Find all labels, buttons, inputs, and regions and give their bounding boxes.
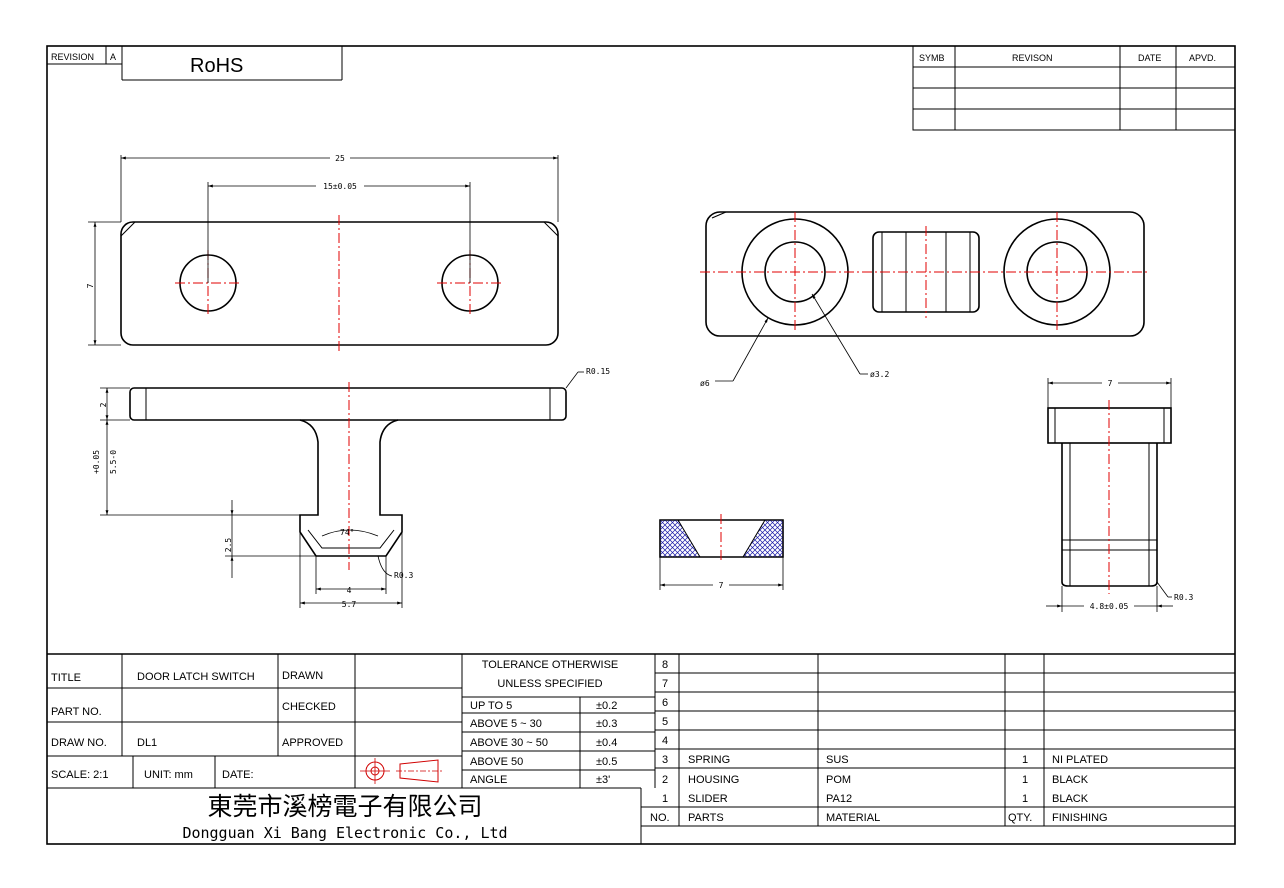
dim-hole-spacing: 15±0.05	[323, 182, 357, 191]
bom-part: HOUSING	[688, 774, 739, 786]
bom-material: POM	[826, 774, 851, 786]
dim-radius-hook: R0.3	[394, 571, 413, 580]
dim-hook-depth: 2.5	[224, 538, 233, 553]
tol-range-1: UP TO 5	[470, 700, 512, 712]
rohs-label: RoHS	[190, 55, 243, 77]
part-no-label: PART NO.	[51, 706, 102, 718]
tol-range-2: ABOVE 5 ~ 30	[470, 718, 542, 730]
bom-header-parts: PARTS	[688, 812, 724, 824]
bom-row-no-5: 5	[662, 716, 668, 728]
dim-washer-width: 7	[719, 581, 724, 590]
tolerance-heading-2: UNLESS SPECIFIED	[497, 678, 602, 690]
rev-header-date: DATE	[1138, 53, 1161, 63]
approved-label: APPROVED	[282, 737, 343, 749]
checked-label: CHECKED	[282, 701, 336, 713]
bom-finishing: BLACK	[1052, 774, 1089, 786]
revision-table: SYMB REVISON DATE APVD.	[912, 45, 1236, 131]
bom-no: 1	[662, 793, 668, 805]
rev-header-symb: SYMB	[919, 53, 945, 63]
dim-inner-diameter: ø3.2	[870, 370, 889, 379]
projection-symbol-icon	[360, 758, 444, 784]
title-value: DOOR LATCH SWITCH	[137, 671, 255, 683]
sheet-border	[46, 45, 1236, 845]
side-view: R0.15 2 +0.05 5.5-0 2.5 74° 4 5.7 R0.3	[92, 367, 610, 609]
rev-header-apvd: APVD.	[1189, 53, 1216, 63]
revision-label: REVISION	[51, 52, 94, 62]
dim-hook-outer: 5.7	[342, 600, 357, 609]
dim-end-width: 7	[1108, 379, 1113, 388]
tol-value-2: ±0.3	[596, 718, 617, 730]
tol-value-3: ±0.4	[596, 737, 617, 749]
tol-value-4: ±0.5	[596, 756, 617, 768]
bom-no: 3	[662, 754, 668, 766]
dim-height-tol: +0.05	[92, 450, 101, 474]
bom-row-no-7: 7	[662, 678, 668, 690]
dim-hook-inner: 4	[347, 586, 352, 595]
bom-row-no-4: 4	[662, 735, 668, 747]
tol-range-3: ABOVE 30 ~ 50	[470, 737, 548, 749]
tol-value-1: ±0.2	[596, 700, 617, 712]
bom-header-no: NO.	[650, 812, 670, 824]
bom-qty: 1	[1022, 774, 1028, 786]
dim-end-radius: R0.3	[1174, 593, 1193, 602]
tolerance-heading-1: TOLERANCE OTHERWISE	[482, 659, 619, 671]
unit-label: UNIT: mm	[144, 769, 193, 781]
bom-finishing: BLACK	[1052, 793, 1089, 805]
end-view: 7 4.8±0.05 R0.3	[1046, 377, 1193, 612]
dim-radius-top: R0.15	[586, 367, 610, 376]
bom-material: SUS	[826, 754, 849, 766]
bom-no: 2	[662, 774, 668, 786]
bom-qty: 1	[1022, 793, 1028, 805]
bom-header-material: MATERIAL	[826, 812, 880, 824]
tol-value-5: ±3'	[596, 774, 610, 786]
dim-outer-diameter: ø6	[700, 379, 710, 388]
washer-section: 7	[659, 514, 784, 590]
dim-overall-length: 25	[335, 154, 345, 163]
bom-part: SPRING	[688, 754, 730, 766]
date-label: DATE:	[222, 769, 254, 781]
company-name-en: Dongguan Xi Bang Electronic Co., Ltd	[182, 824, 507, 842]
bom-row-no-6: 6	[662, 697, 668, 709]
draw-no-label: DRAW NO.	[51, 737, 107, 749]
dim-plate-width: 7	[86, 283, 95, 288]
bom-header-finishing: FINISHING	[1052, 812, 1108, 824]
draw-no-value: DL1	[137, 737, 157, 749]
bom-part: SLIDER	[688, 793, 728, 805]
dim-end-base: 4.8±0.05	[1090, 602, 1129, 611]
title-label: TITLE	[51, 672, 81, 684]
revision-header: REVISION A RoHS	[47, 46, 343, 81]
title-block: TITLE DOOR LATCH SWITCH PART NO. DRAW NO…	[47, 653, 1235, 844]
dim-height: 5.5-0	[109, 450, 118, 474]
housing-top-view: ø6 ø3.2	[700, 211, 1150, 388]
bom-finishing: NI PLATED	[1052, 754, 1108, 766]
revision-value: A	[110, 52, 116, 62]
scale-label: SCALE: 2:1	[51, 769, 108, 781]
drawn-label: DRAWN	[282, 670, 323, 682]
top-view: 25 15±0.05 7	[86, 152, 559, 352]
bom-qty: 1	[1022, 754, 1028, 766]
company-name-cn: 東莞市溪榜電子有限公司	[207, 792, 482, 821]
dim-angle: 74°	[340, 528, 354, 537]
bom-row-no-8: 8	[662, 659, 668, 671]
dim-flange-thickness: 2	[99, 402, 108, 407]
bom-material: PA12	[826, 793, 852, 805]
tol-range-5: ANGLE	[470, 774, 507, 786]
rev-header-revision: REVISON	[1012, 53, 1053, 63]
tol-range-4: ABOVE 50	[470, 756, 523, 768]
bom-header-qty: QTY.	[1008, 812, 1032, 824]
